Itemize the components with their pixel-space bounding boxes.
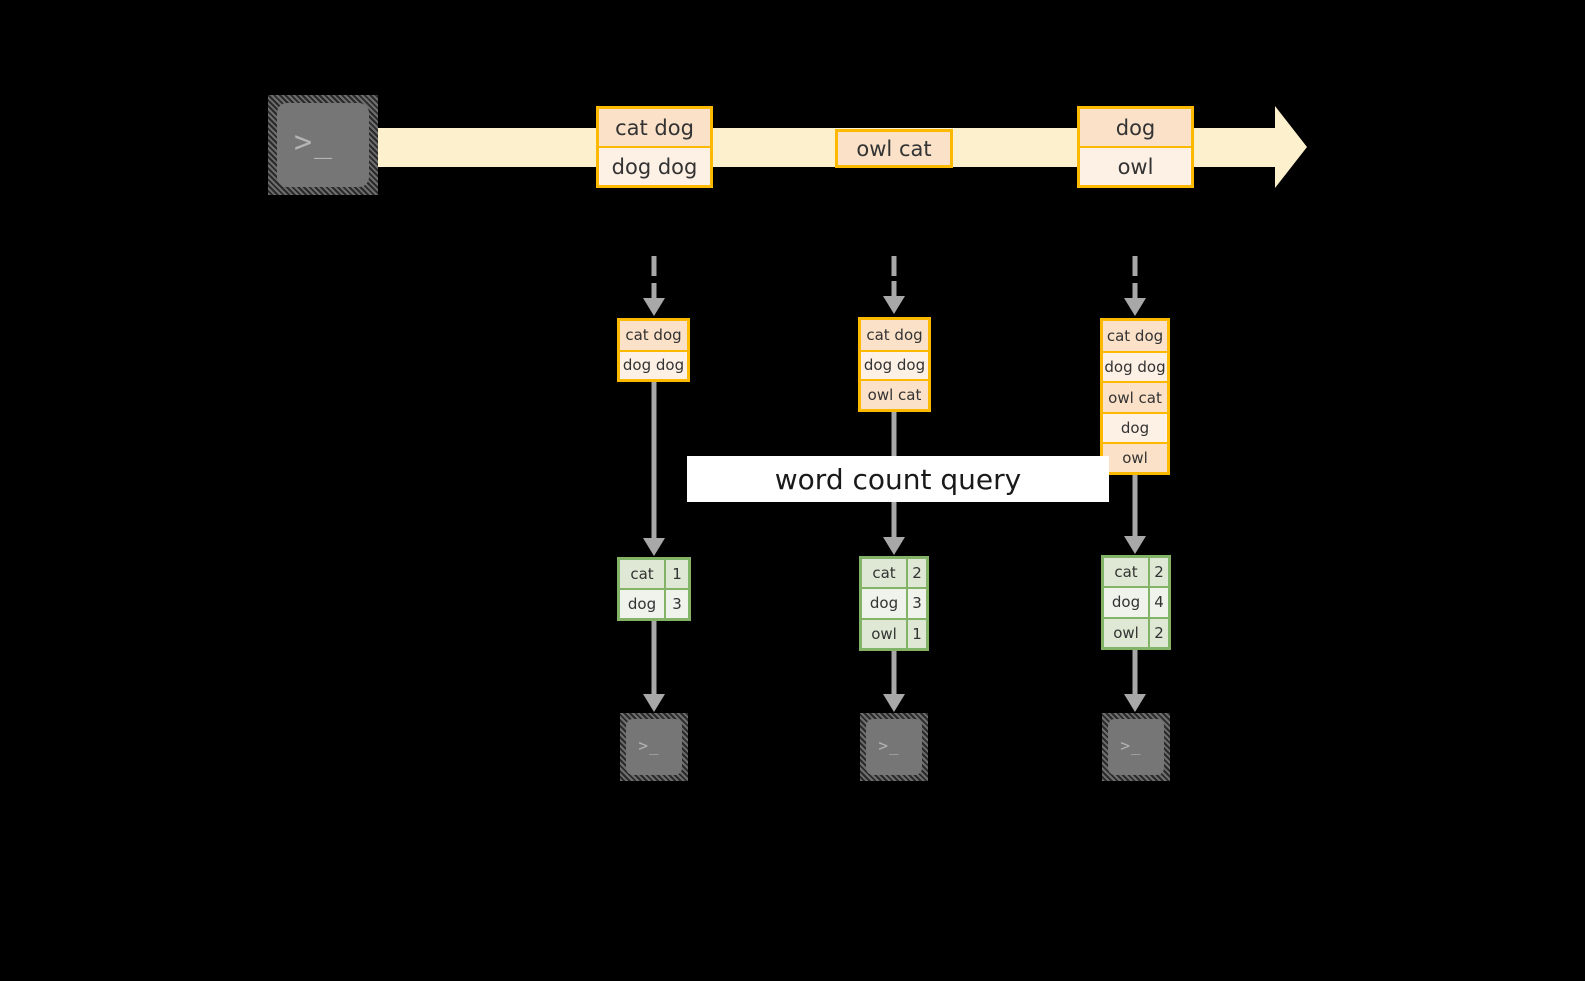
- accumulated-table-1[interactable]: cat dog dog dog: [617, 318, 690, 382]
- result-count: 2: [906, 559, 926, 588]
- terminal-screen: [626, 719, 682, 775]
- accumulated-row: dog dog: [1103, 351, 1167, 382]
- accumulated-row: dog: [1103, 411, 1167, 442]
- stream-record-line: owl cat: [838, 132, 950, 165]
- terminal-screen: [866, 719, 922, 775]
- stream-record-box-3[interactable]: dog owl: [1077, 106, 1194, 188]
- result-word: dog: [862, 589, 906, 618]
- result-count: 2: [1148, 558, 1168, 587]
- accumulated-row: dog dog: [620, 349, 687, 379]
- result-count: 1: [906, 619, 926, 648]
- stream-record-line: dog dog: [599, 146, 710, 185]
- accumulated-row: owl cat: [861, 379, 928, 409]
- result-count: 4: [1148, 588, 1168, 617]
- sink-arrowhead-3: [1124, 694, 1146, 712]
- result-word: owl: [862, 619, 906, 648]
- terminal-prompt-glyph: >_: [293, 125, 335, 160]
- feed-arrowhead-2: [883, 296, 905, 314]
- result-table-1[interactable]: cat 1 dog 3: [617, 557, 691, 621]
- result-word: dog: [620, 590, 664, 618]
- stream-record-line: owl: [1080, 146, 1191, 185]
- accumulated-table-3[interactable]: cat dog dog dog owl cat dog owl: [1100, 318, 1170, 475]
- table-row: cat 2: [1104, 558, 1168, 587]
- query-banner: word count query: [687, 456, 1109, 502]
- feed-arrowhead-3: [1124, 298, 1146, 316]
- sink-terminal-icon-2[interactable]: >_: [860, 713, 928, 781]
- source-terminal-icon[interactable]: >_: [268, 95, 378, 195]
- result-word: cat: [1104, 558, 1148, 587]
- accumulated-table-2[interactable]: cat dog dog dog owl cat: [858, 317, 931, 412]
- stream-record-box-2[interactable]: owl cat: [835, 129, 953, 168]
- sink-arrowhead-2: [883, 694, 905, 712]
- table-row: dog 4: [1104, 586, 1168, 617]
- terminal-prompt-glyph: >_: [1120, 735, 1142, 755]
- stream-record-box-1[interactable]: cat dog dog dog: [596, 106, 713, 188]
- terminal-prompt-glyph: >_: [638, 735, 660, 755]
- accumulated-row: cat dog: [861, 320, 928, 350]
- terminal-prompt-glyph: >_: [878, 735, 900, 755]
- result-table-3[interactable]: cat 2 dog 4 owl 2: [1101, 555, 1171, 650]
- result-word: cat: [620, 560, 664, 588]
- query-arrowhead-3: [1124, 536, 1146, 554]
- sink-terminal-icon-1[interactable]: >_: [620, 713, 688, 781]
- result-count: 3: [664, 590, 688, 618]
- table-row: owl 1: [862, 617, 926, 648]
- result-count: 3: [906, 589, 926, 618]
- accumulated-row: owl cat: [1103, 381, 1167, 412]
- result-word: owl: [1104, 618, 1148, 647]
- result-count: 2: [1148, 618, 1168, 647]
- query-arrowhead-2: [883, 537, 905, 555]
- result-count: 1: [664, 560, 688, 588]
- table-row: cat 1: [620, 560, 688, 588]
- result-table-2[interactable]: cat 2 dog 3 owl 1: [859, 556, 929, 651]
- sink-arrowhead-1: [643, 694, 665, 712]
- terminal-screen: [1108, 719, 1164, 775]
- accumulated-row: dog dog: [861, 349, 928, 380]
- feed-arrowhead-1: [643, 298, 665, 316]
- sink-terminal-icon-3[interactable]: >_: [1102, 713, 1170, 781]
- query-arrowhead-1: [643, 538, 665, 556]
- terminal-screen: [277, 103, 369, 187]
- table-row: owl 2: [1104, 616, 1168, 647]
- table-row: cat 2: [862, 559, 926, 588]
- accumulated-row: cat dog: [1103, 321, 1167, 352]
- table-row: dog 3: [620, 588, 688, 618]
- stream-record-line: cat dog: [599, 109, 710, 146]
- stream-record-line: dog: [1080, 109, 1191, 146]
- query-banner-label: word count query: [774, 462, 1022, 496]
- result-word: cat: [862, 559, 906, 588]
- accumulated-row: cat dog: [620, 321, 687, 350]
- accumulated-row: owl: [1103, 441, 1167, 473]
- result-word: dog: [1104, 588, 1148, 617]
- table-row: dog 3: [862, 587, 926, 618]
